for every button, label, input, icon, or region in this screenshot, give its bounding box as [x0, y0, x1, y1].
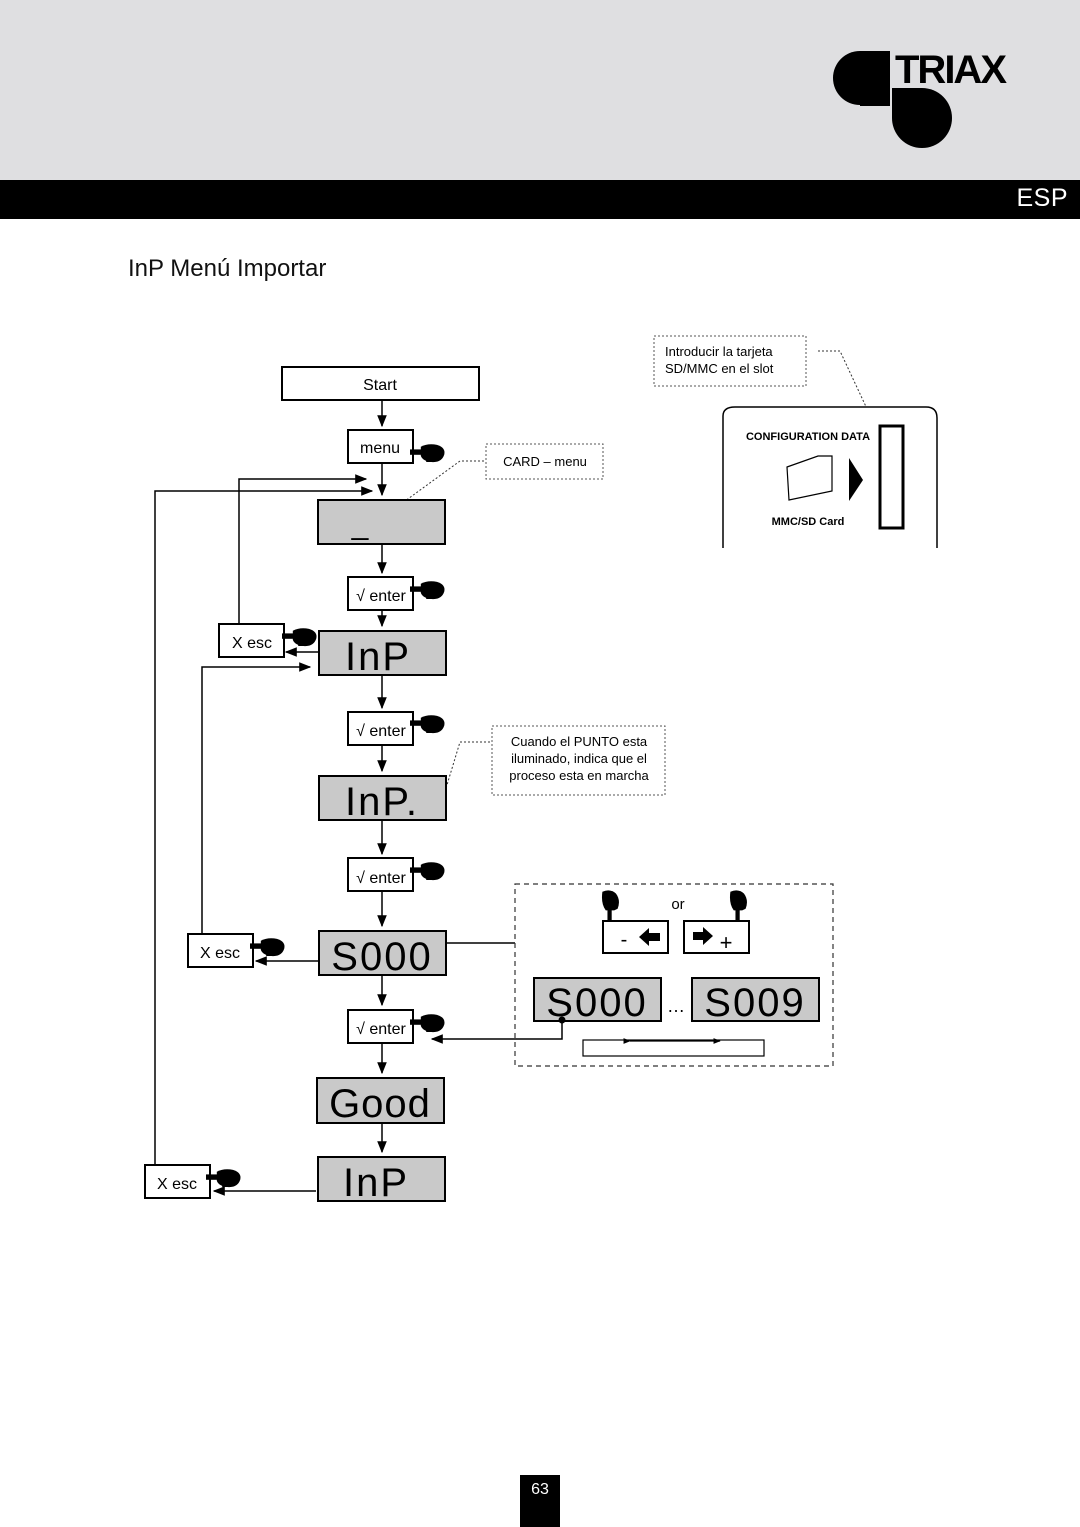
lcd-slot: [318, 930, 447, 976]
pointing-hand-icon: [410, 1014, 445, 1033]
lcd-slot-last-text: S009: [704, 981, 805, 1025]
card-slot-label-bottom: MMC/SD Card: [772, 516, 845, 528]
esc-button-2[interactable]: [187, 933, 254, 968]
selection-panel: [514, 883, 834, 1067]
lcd-idle: [317, 499, 446, 545]
lcd-good: [316, 1077, 445, 1124]
enter-button-1[interactable]: [347, 576, 414, 611]
lcd-inp-final: [317, 1156, 446, 1202]
lcd-good-text: Good: [329, 1082, 431, 1126]
minus-label: -: [621, 929, 628, 951]
esc-label-3: X esc: [157, 1176, 197, 1193]
triax-logo-icon: [833, 51, 952, 148]
range-bar: [582, 1039, 765, 1057]
pointing-hand-icon: [410, 862, 445, 881]
sd-card-icon: [786, 455, 833, 501]
pointing-hand-icon: [282, 628, 317, 647]
card-menu-callout: [485, 443, 604, 480]
lcd-slot-last: [691, 977, 820, 1022]
language-bar: [0, 180, 1080, 219]
pointing-hand-icon: [410, 581, 445, 600]
range-ellipsis: …: [667, 996, 685, 1016]
esc-label-1: X esc: [232, 635, 272, 652]
or-label: or: [671, 896, 684, 913]
start-box: [281, 366, 480, 401]
enter-button-2[interactable]: [347, 711, 414, 746]
lcd-inp-running: [318, 775, 447, 821]
esc-button-3[interactable]: [144, 1164, 211, 1199]
brand-name: TRIAX: [895, 48, 1007, 92]
punto-line-1: Cuando el PUNTO esta: [511, 734, 648, 749]
insert-arrow-icon: [849, 458, 863, 501]
language-label: ESP: [1016, 184, 1068, 212]
lcd-inp: [318, 630, 447, 676]
pointing-hand-icon: [410, 715, 445, 734]
plus-label: +: [720, 930, 733, 955]
lcd-idle-text: _: [351, 508, 370, 541]
pointing-hand-icon: [410, 444, 445, 463]
esc-button-1[interactable]: [218, 623, 285, 658]
page-title: InP Menú Importar: [128, 255, 327, 282]
card-menu-text: CARD – menu: [503, 454, 587, 469]
enter-button-3[interactable]: [347, 857, 414, 892]
esc-label-2: X esc: [200, 945, 240, 962]
enter-label-2: √ enter: [356, 723, 406, 740]
card-slot-opening: [878, 424, 905, 530]
enter-label-1: √ enter: [356, 588, 406, 605]
punto-callout: [491, 725, 666, 796]
punto-line-2: iluminado, indica que el: [511, 751, 647, 766]
arrow-right-icon: [693, 927, 713, 945]
punto-line-3: proceso esta en marcha: [509, 768, 649, 783]
pointing-hand-icon: [206, 1169, 241, 1188]
start-label: Start: [363, 377, 397, 394]
lcd-inp-running-text: InP.: [345, 780, 419, 824]
card-slot-label-top: CONFIGURATION DATA: [746, 431, 870, 443]
lcd-slot-text: S000: [331, 935, 432, 979]
insert-card-line-2: SD/MMC en el slot: [665, 361, 774, 376]
insert-card-callout: [653, 335, 807, 387]
lcd-inp-final-text: InP: [343, 1161, 409, 1205]
enter-label-3: √ enter: [356, 870, 406, 887]
menu-label: menu: [360, 440, 400, 457]
arrow-left-icon: [639, 928, 660, 946]
insert-card-line-1: Introducir la tarjeta: [665, 344, 773, 359]
enter-button-4[interactable]: [347, 1009, 414, 1044]
menu-button[interactable]: [347, 429, 414, 464]
lcd-slot-first: [533, 977, 662, 1022]
page-number: 63: [520, 1475, 560, 1527]
pointing-hand-icon: [250, 938, 285, 957]
lcd-inp-text: InP: [345, 635, 411, 679]
enter-label-4: √ enter: [356, 1021, 406, 1038]
